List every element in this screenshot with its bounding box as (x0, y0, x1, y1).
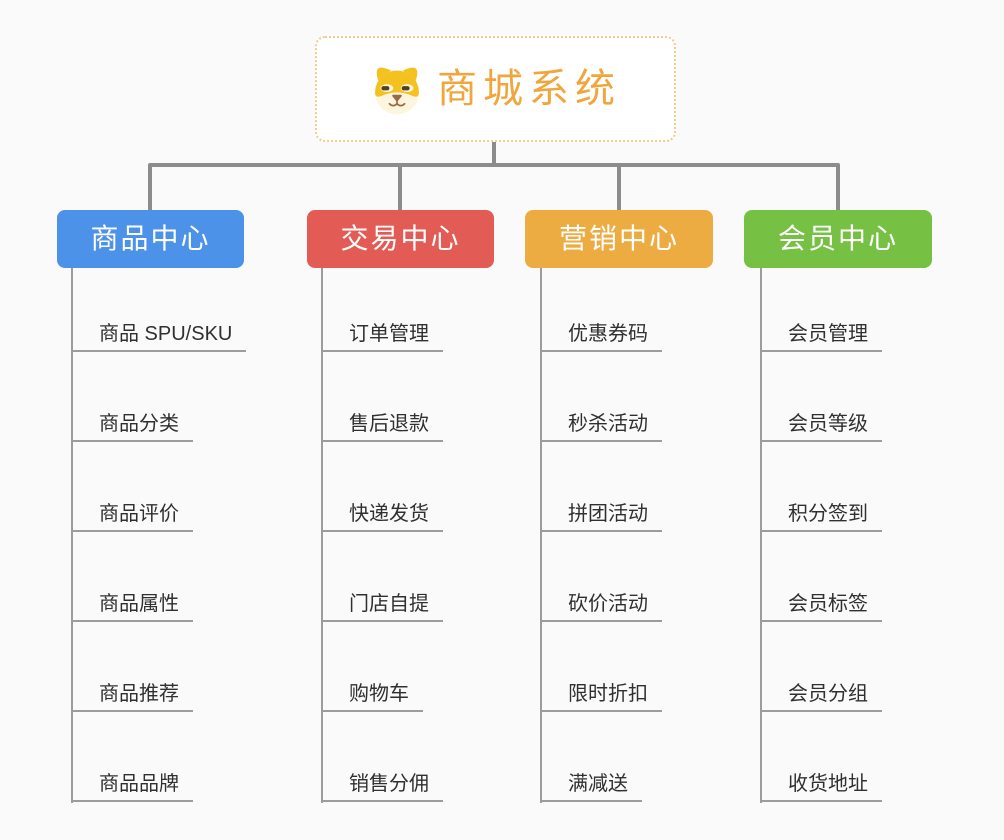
branch-column-product: 商品 SPU/SKU 商品分类 商品评价 商品属性 商品推荐 商品品牌 (71, 268, 301, 808)
leaf-node[interactable]: 售后退款 (321, 404, 443, 442)
branch-rail (540, 268, 542, 803)
leaf-node[interactable]: 订单管理 (321, 314, 443, 352)
leaf-node[interactable]: 门店自提 (321, 584, 443, 622)
leaf-node[interactable]: 商品品牌 (71, 764, 193, 802)
leaf-node[interactable]: 商品推荐 (71, 674, 193, 712)
leaf-node[interactable]: 满减送 (540, 764, 642, 802)
connector-drop-trade (398, 165, 402, 210)
branch-column-marketing: 优惠券码 秒杀活动 拼团活动 砍价活动 限时折扣 满减送 (540, 268, 770, 808)
leaf-node[interactable]: 购物车 (321, 674, 423, 712)
leaf-node[interactable]: 拼团活动 (540, 494, 662, 532)
connector-trunk (148, 163, 840, 167)
branch-rail (321, 268, 323, 803)
leaf-node[interactable]: 砍价活动 (540, 584, 662, 622)
leaf-node[interactable]: 会员分组 (760, 674, 882, 712)
leaf-node[interactable]: 积分签到 (760, 494, 882, 532)
leaf-node[interactable]: 快递发货 (321, 494, 443, 532)
connector-drop-member (836, 165, 840, 210)
branch-box-member[interactable]: 会员中心 (744, 210, 932, 268)
branch-box-marketing[interactable]: 营销中心 (525, 210, 713, 268)
branch-label: 会员中心 (777, 223, 898, 254)
connector-drop-marketing (617, 165, 621, 210)
leaf-node[interactable]: 商品 SPU/SKU (71, 314, 247, 352)
connector-drop-product (148, 165, 152, 210)
leaf-node[interactable]: 秒杀活动 (540, 404, 662, 442)
branch-rail (760, 268, 762, 803)
leaf-node[interactable]: 商品分类 (71, 404, 193, 442)
root-title: 商城系统 (437, 67, 621, 111)
leaf-node[interactable]: 会员标签 (760, 584, 882, 622)
connector-root-stub (492, 140, 496, 165)
root-node[interactable]: 商城系统 (315, 36, 676, 142)
leaf-node[interactable]: 销售分佣 (321, 764, 443, 802)
leaf-node[interactable]: 商品属性 (71, 584, 193, 622)
leaf-node[interactable]: 收货地址 (760, 764, 882, 802)
leaf-node[interactable]: 限时折扣 (540, 674, 662, 712)
branch-label: 商品中心 (90, 223, 211, 254)
dog-face-icon (375, 67, 419, 115)
branch-column-trade: 订单管理 售后退款 快递发货 门店自提 购物车 销售分佣 (321, 268, 551, 808)
leaf-node[interactable]: 优惠券码 (540, 314, 662, 352)
branch-box-product[interactable]: 商品中心 (57, 210, 244, 268)
leaf-node[interactable]: 会员等级 (760, 404, 882, 442)
branch-rail (71, 268, 73, 803)
branch-box-trade[interactable]: 交易中心 (307, 210, 494, 268)
branch-label: 交易中心 (340, 223, 461, 254)
leaf-node[interactable]: 商品评价 (71, 494, 193, 532)
branch-column-member: 会员管理 会员等级 积分签到 会员标签 会员分组 收货地址 (760, 268, 990, 808)
leaf-node[interactable]: 会员管理 (760, 314, 882, 352)
branch-label: 营销中心 (558, 223, 679, 254)
